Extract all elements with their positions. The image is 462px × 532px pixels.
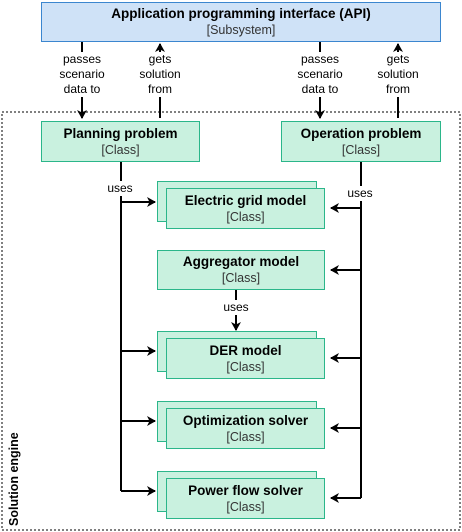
label-gets-planning: gets solution from (134, 52, 186, 97)
aggregator-model-box[interactable]: Aggregator model [Class] (157, 250, 325, 290)
label-passes-planning: passes scenario data to (56, 52, 108, 97)
aggregator-model-type: [Class] (221, 271, 261, 285)
electric-grid-model-title: Electric grid model (184, 192, 307, 208)
der-model-box[interactable]: DER model [Class] (166, 338, 325, 379)
label-gets-operation: gets solution from (372, 52, 424, 97)
label-uses-planning: uses (104, 181, 136, 196)
aggregator-model-title: Aggregator model (182, 254, 300, 269)
label-passes-operation: passes scenario data to (294, 52, 346, 97)
operation-problem-box[interactable]: Operation problem [Class] (281, 121, 441, 162)
planning-problem-type: [Class] (101, 142, 140, 157)
der-model-type: [Class] (226, 359, 265, 374)
api-subtitle: [Subsystem] (206, 23, 276, 37)
power-flow-solver-title: Power flow solver (188, 482, 303, 498)
solution-engine-label: Solution engine (7, 432, 21, 526)
solution-engine-boundary (1, 111, 461, 531)
operation-problem-title: Operation problem (300, 125, 422, 141)
planning-problem-title: Planning problem (63, 125, 178, 141)
label-uses-aggregator: uses (219, 300, 253, 315)
electric-grid-model-box[interactable]: Electric grid model [Class] (166, 188, 325, 229)
power-flow-solver-type: [Class] (226, 499, 265, 514)
power-flow-solver-box[interactable]: Power flow solver [Class] (166, 478, 325, 519)
operation-problem-type: [Class] (341, 142, 381, 157)
optimization-solver-title: Optimization solver (182, 412, 309, 428)
planning-problem-box[interactable]: Planning problem [Class] (41, 121, 200, 162)
optimization-solver-box[interactable]: Optimization solver [Class] (166, 408, 325, 449)
api-subsystem-box[interactable]: Application programming interface (API) … (41, 2, 441, 42)
label-uses-operation: uses (344, 186, 376, 201)
api-title: Application programming interface (API) (111, 6, 371, 21)
der-model-title: DER model (209, 342, 282, 358)
optimization-solver-type: [Class] (226, 429, 265, 444)
electric-grid-model-type: [Class] (226, 209, 265, 224)
